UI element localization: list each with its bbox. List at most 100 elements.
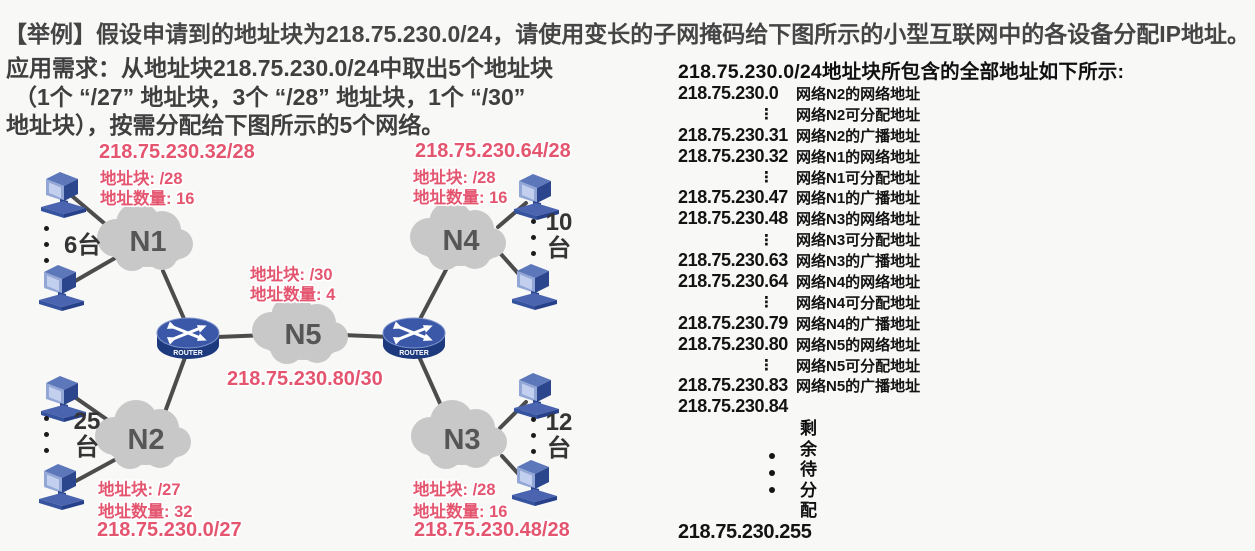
router1-icon: ROUTER	[156, 317, 220, 359]
n2-addr-count: 地址数量: 32	[98, 503, 193, 521]
router2-icon: ROUTER	[382, 317, 446, 359]
address-desc: 网络N3的网络地址	[796, 211, 921, 229]
address-ip: 218.75.230.80	[678, 333, 788, 354]
router1-label: ROUTER	[173, 350, 203, 357]
n4-block-ip: 218.75.230.64/28	[415, 140, 571, 162]
remainder-label: 剩余待分配	[800, 419, 817, 521]
requirement-line-1: 应用需求：从地址块218.75.230.0/24中取出5个地址块	[6, 55, 554, 81]
address-desc: 网络N5的广播地址	[796, 378, 921, 396]
address-ip: 218.75.230.79	[678, 312, 788, 333]
link-n4-pca	[496, 201, 528, 229]
more-hosts-dots-n3	[531, 417, 536, 454]
requirement-text: 应用需求：从地址块218.75.230.0/24中取出5个地址块 （1个 “/2…	[6, 54, 553, 140]
ellipsis: ⋮	[759, 231, 774, 249]
address-desc: 网络N2的广播地址	[796, 127, 921, 145]
n3-block-ip: 218.75.230.48/28	[414, 519, 570, 541]
ellipsis: ⋮	[759, 169, 774, 186]
address-ip: 218.75.230.84	[678, 396, 788, 417]
host-count-n1: 6台	[64, 232, 102, 259]
address-row: ⋮ 网络N3可分配地址	[678, 229, 920, 250]
more-hosts-dots-n1	[44, 226, 49, 263]
more-hosts-dots-n4	[531, 219, 536, 256]
ellipsis: ⋮	[759, 294, 774, 312]
n4-addr-count: 地址数量: 16	[413, 189, 508, 207]
cloud-label-n5: N5	[284, 319, 322, 351]
address-ip: 218.75.230.32	[678, 145, 788, 166]
address-row: ⋮ 网络N1可分配地址	[678, 167, 920, 188]
n5-block-size: 地址块: /30	[250, 266, 333, 284]
address-desc: 网络N4的广播地址	[796, 315, 921, 333]
last-address: 218.75.230.255	[678, 521, 812, 543]
address-desc: 网络N2的网络地址	[796, 85, 921, 103]
link-n2-pcb	[72, 455, 122, 484]
computer-icon-n1b	[39, 265, 84, 311]
address-row: ⋮ 网络N4可分配地址	[678, 292, 920, 313]
link-router2-n4	[417, 264, 450, 323]
cloud-label-n1: N1	[129, 226, 167, 258]
n4-block-size: 地址块: /28	[413, 169, 496, 187]
link-router1-n2	[163, 350, 189, 414]
router2-label: ROUTER	[399, 350, 429, 357]
address-row: ⋮ 网络N5可分配地址	[678, 355, 920, 376]
page-title: 【举例】假设申请到的地址块为218.75.230.0/24，请使用变长的子网掩码…	[4, 21, 1250, 47]
n3-addr-count: 地址数量: 16	[413, 503, 508, 521]
address-list: 218.75.230.0 网络N2的网络地址 ⋮ 网络N2可分配地址 218.75.…	[678, 83, 920, 417]
requirement-line-2: （1个 “/27” 地址块，3个 “/28” 地址块，1个 “/30”	[14, 83, 526, 110]
address-ip: 218.75.230.47	[678, 187, 788, 208]
computer-icon-n1a	[41, 172, 86, 218]
address-desc: 网络N1可分配地址	[796, 169, 921, 187]
n1-block-ip: 218.75.230.32/28	[99, 141, 255, 163]
address-ip: 218.75.230.83	[678, 375, 788, 396]
n2-block-size: 地址块: /27	[98, 481, 181, 499]
host-count-n3: 12 台	[545, 409, 573, 462]
address-ip: 218.75.230.64	[678, 270, 788, 291]
link-router2-n3	[415, 350, 445, 412]
address-ip: 218.75.230.63	[678, 250, 788, 271]
address-row: 218.75.230.64 网络N4的网络地址	[678, 271, 920, 292]
computer-icon-n2b	[39, 464, 84, 510]
address-row: 218.75.230.79 网络N4的广播地址	[678, 313, 920, 334]
address-row: 218.75.230.0 网络N2的网络地址	[678, 83, 920, 104]
more-hosts-dots-n2	[44, 416, 49, 453]
address-desc: 网络N1的广播地址	[796, 190, 921, 208]
cloud-label-n2: N2	[127, 424, 165, 456]
address-desc: 网络N5可分配地址	[796, 357, 921, 375]
address-desc: 网络N3的广播地址	[796, 253, 921, 271]
address-ip: 218.75.230.48	[678, 208, 788, 229]
requirement-line-3: 地址块），按需分配给下图所示的5个网络。	[6, 112, 445, 138]
address-row: 218.75.230.84	[678, 396, 920, 417]
address-row: 218.75.230.83 网络N5的广播地址	[678, 375, 920, 396]
ellipsis: ⋮	[759, 357, 774, 375]
address-row: 218.75.230.32 网络N1的网络地址	[678, 146, 920, 167]
address-desc: 网络N4的网络地址	[796, 273, 921, 291]
address-desc: 网络N3可分配地址	[796, 232, 921, 250]
address-desc: 网络N4可分配地址	[796, 294, 921, 312]
address-row: ⋮ 网络N2可分配地址	[678, 104, 920, 125]
address-row: 218.75.230.80 网络N5的网络地址	[678, 334, 920, 355]
n1-addr-count: 地址数量: 16	[100, 190, 195, 208]
address-row: 218.75.230.47 网络N1的广播地址	[678, 187, 920, 208]
cloud-label-n3: N3	[443, 424, 481, 456]
address-list-header: 218.75.230.0/24地址块所包含的全部地址如下所示:	[678, 61, 1125, 83]
address-desc: 网络N2可分配地址	[796, 106, 921, 124]
computer-icon-n3b	[512, 460, 557, 506]
address-row: 218.75.230.31 网络N2的广播地址	[678, 125, 920, 146]
address-ip: 218.75.230.31	[678, 124, 788, 145]
ellipsis: ⋮	[759, 106, 774, 124]
address-row: 218.75.230.48 网络N3的网络地址	[678, 208, 920, 229]
n1-block-size: 地址块: /28	[100, 170, 183, 188]
n2-block-ip: 218.75.230.0/27	[97, 519, 242, 541]
n5-block-ip: 218.75.230.80/30	[227, 368, 383, 390]
cloud-label-n4: N4	[442, 225, 480, 257]
host-count-n2: 25 台	[73, 408, 101, 461]
address-desc: 网络N1的网络地址	[796, 148, 921, 166]
link-pc-n1b	[68, 252, 124, 286]
link-n5-router2	[340, 333, 392, 339]
address-desc: 网络N5的网络地址	[796, 336, 921, 354]
n5-addr-count: 地址数量: 4	[250, 286, 336, 304]
n3-block-size: 地址块: /28	[413, 481, 496, 499]
remainder-ellipsis-dots	[769, 453, 775, 493]
address-ip: 218.75.230.0	[678, 82, 779, 103]
